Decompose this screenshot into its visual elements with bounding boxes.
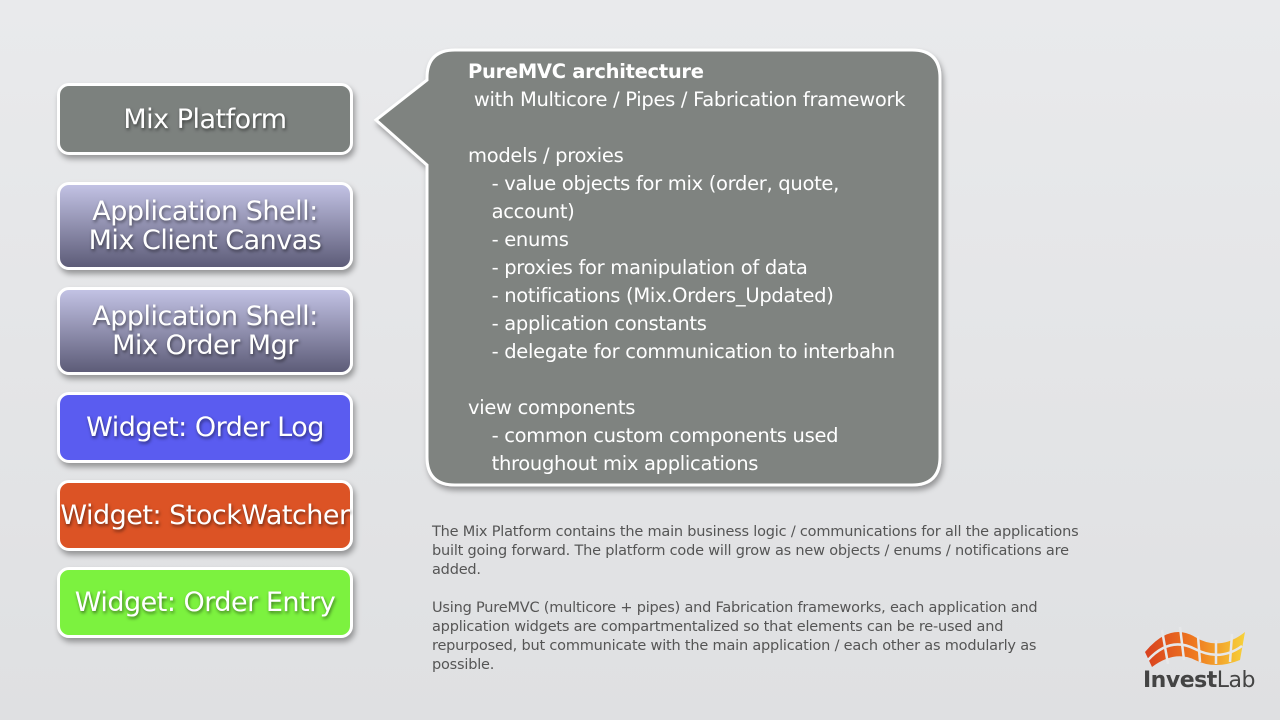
slide-notes: The Mix Platform contains the main busin…	[432, 523, 1092, 694]
box-label: Widget: Order Log	[86, 412, 324, 443]
callout-line: - notifications (Mix.Orders_Updated)	[468, 284, 834, 307]
callout-line	[468, 366, 928, 394]
box-label: Mix Client Canvas	[88, 225, 322, 256]
callout-line	[468, 114, 928, 142]
box-label: Widget: StockWatcher	[60, 500, 350, 531]
callout-line: view components	[468, 396, 636, 419]
callout-text: PureMVC architecture with Multicore / Pi…	[468, 58, 928, 478]
notes-paragraph: Using PureMVC (multicore + pipes) and Fa…	[432, 600, 1038, 673]
investlab-logo-icon	[1145, 626, 1245, 667]
callout-line: - application constants	[468, 312, 707, 335]
callout-line: with Multicore / Pipes / Fabrication fra…	[468, 88, 906, 111]
logo-text-light: Lab	[1216, 668, 1256, 693]
box-label: Mix Order Mgr	[112, 330, 298, 361]
callout-title: PureMVC architecture	[468, 60, 704, 83]
mix-platform-box: Mix Platform	[57, 83, 353, 155]
box-label: Widget: Order Entry	[74, 587, 336, 618]
investlab-logo-text: InvestLab	[1143, 668, 1255, 693]
callout-line: throughout mix applications	[468, 452, 759, 475]
logo-text-bold: Invest	[1143, 668, 1217, 693]
callout-line: - value objects for mix (order, quote,	[468, 172, 840, 195]
callout-line: - common custom components used	[468, 424, 839, 447]
notes-paragraph: The Mix Platform contains the main busin…	[432, 524, 1079, 578]
callout-line: - delegate for communication to interbah…	[468, 340, 895, 363]
box-label: Mix Platform	[123, 103, 287, 135]
app-shell-client-canvas-box: Application Shell:Mix Client Canvas	[57, 182, 353, 270]
app-shell-order-mgr-box: Application Shell:Mix Order Mgr	[57, 287, 353, 375]
callout-line: models / proxies	[468, 144, 624, 167]
callout-line: account)	[468, 200, 575, 223]
callout-line: - proxies for manipulation of data	[468, 256, 808, 279]
callout-line: - enums	[468, 228, 569, 251]
box-label: Application Shell:	[92, 301, 318, 332]
box-label: Application Shell:	[92, 196, 318, 227]
widget-order-entry-box: Widget: Order Entry	[57, 567, 353, 638]
widget-stockwatcher-box: Widget: StockWatcher	[57, 480, 353, 551]
widget-order-log-box: Widget: Order Log	[57, 392, 353, 463]
